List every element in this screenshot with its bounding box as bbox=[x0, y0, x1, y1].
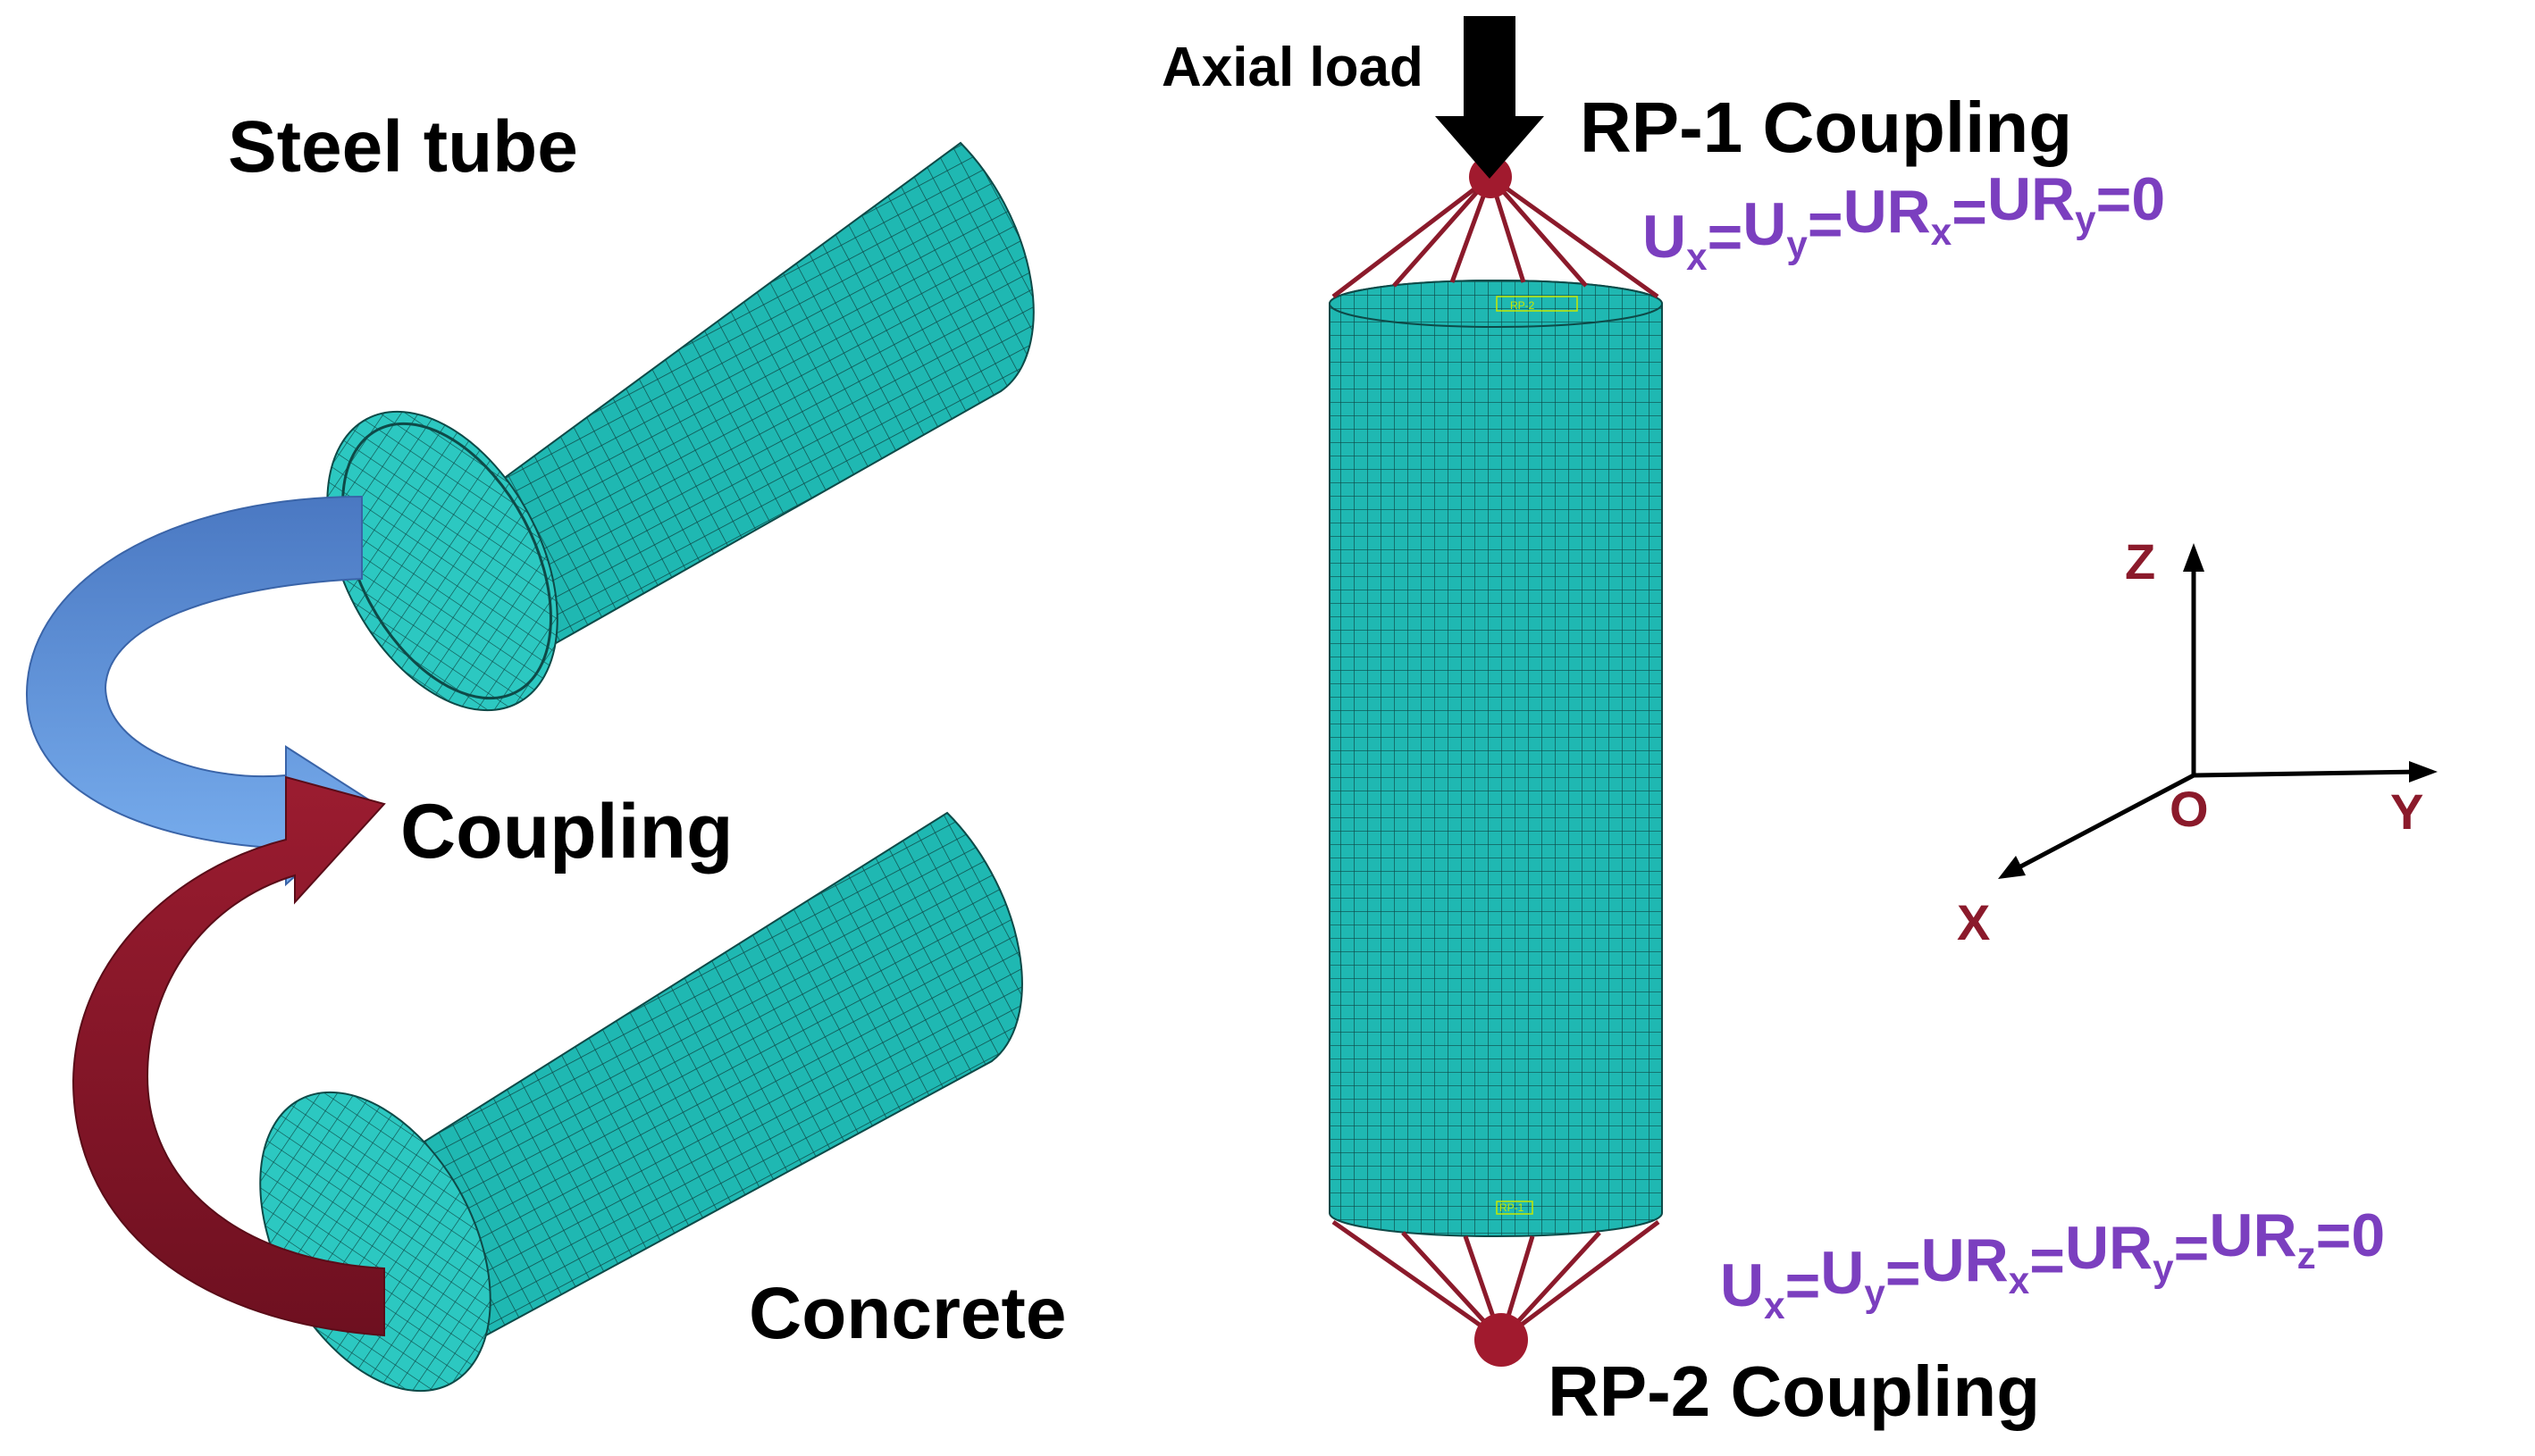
bc-term-subscript: y bbox=[2075, 198, 2096, 240]
bc-term-main: UR bbox=[1987, 165, 2075, 233]
concrete-label: Concrete bbox=[749, 1273, 1066, 1354]
bc-term-subscript: x bbox=[1686, 236, 1708, 278]
column-top-face bbox=[1329, 280, 1663, 328]
origin-label: O bbox=[2170, 781, 2209, 837]
bc-term-equals: = bbox=[1708, 203, 1743, 271]
bc-term-main: U bbox=[1742, 190, 1786, 258]
rp2-coupling-label: RP-2 Coupling bbox=[1548, 1351, 2040, 1431]
y-axis-label: Y bbox=[2390, 783, 2423, 840]
z-axis-arrowhead bbox=[2183, 543, 2204, 572]
bc-term-equals: = bbox=[2029, 1226, 2065, 1294]
bc-term-main: UR bbox=[1921, 1226, 2009, 1294]
x-axis-label: X bbox=[1957, 894, 1990, 950]
bc-term-main: UR bbox=[1843, 178, 1931, 246]
bc-term-subscript: x bbox=[1764, 1284, 1785, 1326]
axial-load-label: Axial load bbox=[1162, 37, 1423, 98]
coupling-arrow-red bbox=[71, 775, 386, 1337]
column-bottom-marker-text: RP-1 bbox=[1499, 1201, 1524, 1214]
z-axis-label: Z bbox=[2125, 533, 2155, 590]
coordinate-axes bbox=[1998, 543, 2438, 879]
bc-term-subscript: z bbox=[2297, 1234, 2316, 1276]
x-axis bbox=[2010, 773, 2195, 874]
axial-load-arrow bbox=[1435, 16, 1544, 179]
bc-term-equals: = bbox=[1952, 178, 1987, 246]
bc-term-main: UR bbox=[2209, 1201, 2296, 1269]
y-axis-arrowhead bbox=[2409, 761, 2438, 782]
bc-term-main: U bbox=[1720, 1251, 1764, 1319]
rp2-reference-point bbox=[1474, 1313, 1528, 1367]
bc-term-main: U bbox=[1642, 203, 1686, 271]
bc-term-equals: =0 bbox=[2316, 1201, 2386, 1269]
bc-term-equals: =0 bbox=[2096, 165, 2166, 233]
bc-term-subscript: x bbox=[1931, 211, 1952, 253]
column-top-marker-text: RP-2 bbox=[1510, 299, 1535, 312]
bc-term-subscript: x bbox=[2009, 1259, 2030, 1301]
bc-term-equals: = bbox=[1785, 1251, 1821, 1319]
bc-term-subscript: y bbox=[1786, 223, 1808, 265]
bc-term-equals: = bbox=[1885, 1239, 1921, 1307]
bc-term-subscript: y bbox=[1864, 1272, 1885, 1314]
assembled-column: RP-2 RP-1 bbox=[1329, 280, 1663, 1237]
bc-term-subscript: y bbox=[2153, 1247, 2174, 1289]
bc-term-main: UR bbox=[2065, 1214, 2153, 1282]
bc-term-equals: = bbox=[2174, 1214, 2210, 1282]
steel-tube-cylinder bbox=[326, 141, 1035, 712]
steel-tube-inner-wall bbox=[341, 422, 552, 700]
steel-tube-opening bbox=[326, 410, 558, 712]
column-top-marker bbox=[1496, 296, 1578, 312]
bc-term-equals: = bbox=[1808, 190, 1843, 258]
x-axis-arrowhead bbox=[1998, 856, 2026, 879]
column-bottom-marker bbox=[1496, 1201, 1533, 1215]
rp2-boundary-conditions: Ux=Uy=URx=URy=URz=0 bbox=[1720, 1201, 2385, 1326]
bc-term-main: U bbox=[1820, 1239, 1864, 1307]
steel-tube-label: Steel tube bbox=[228, 106, 578, 188]
rp1-coupling-lines bbox=[1331, 174, 1659, 299]
rp1-boundary-conditions: Ux=Uy=URx=URy=0 bbox=[1642, 165, 2165, 278]
rp1-coupling-label: RP-1 Coupling bbox=[1580, 88, 2072, 167]
coupling-label: Coupling bbox=[400, 789, 734, 874]
y-axis bbox=[2193, 769, 2422, 778]
